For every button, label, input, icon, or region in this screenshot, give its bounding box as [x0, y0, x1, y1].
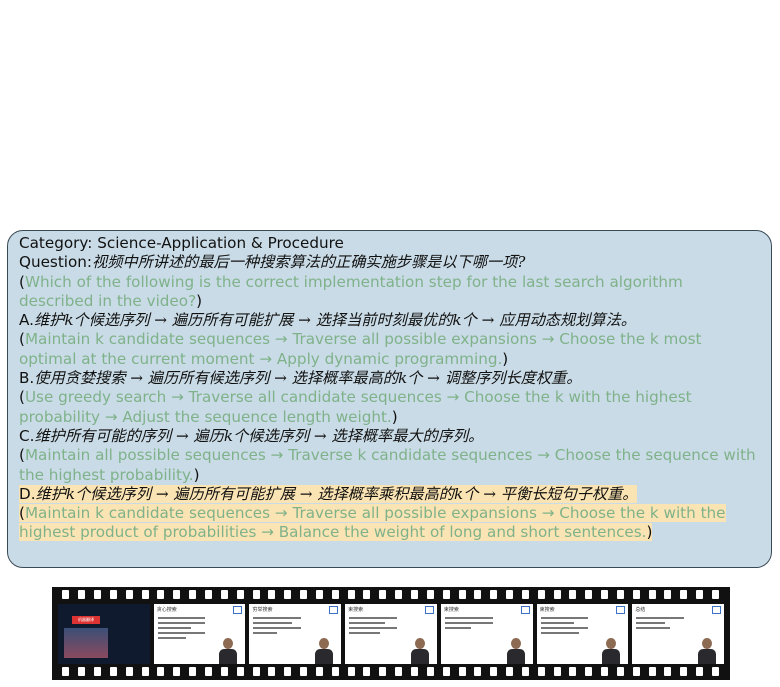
logo-icon	[329, 606, 339, 614]
video-frame-2: 贪心搜索	[153, 604, 246, 664]
frame-title: 束搜索	[443, 607, 459, 613]
presenter-image	[219, 638, 238, 664]
frame-title: 束搜索	[348, 607, 364, 613]
option-d[interactable]: D.维护k个候选序列 → 遍历所有可能扩展 → 选择概率乘积最高的k个 → 平衡…	[19, 484, 726, 542]
frame-title: 总结	[635, 607, 646, 613]
option-b-letter: B.	[19, 369, 35, 388]
film-perforations-top	[52, 590, 730, 600]
video-frame-7: 总结	[632, 604, 725, 664]
option-a-en: Maintain k candidate sequences → Travers…	[19, 330, 702, 368]
question-label: Question:	[19, 253, 93, 272]
presenter-image	[698, 638, 717, 664]
option-c-cn: 维护所有可能的序列 → 遍历k个候选序列 → 选择概率最大的序列。	[34, 426, 484, 445]
video-frame-4: 束搜索	[345, 604, 437, 664]
video-frame-3: 穷举搜索	[249, 604, 342, 664]
option-b-en: Use greedy search → Traverse all candida…	[19, 388, 692, 426]
video-frame-1: 机器翻译	[58, 604, 150, 664]
logo-icon	[424, 606, 434, 614]
film-perforations-bottom	[52, 667, 730, 677]
option-c-en: Maintain all possible sequences → Traver…	[19, 446, 756, 484]
frame-title: 贪心搜索	[156, 607, 177, 613]
frame-image	[64, 628, 108, 658]
logo-icon	[520, 606, 530, 614]
video-filmstrip: 机器翻译 贪心搜索 穷举搜索 束搜索 束搜索 束搜索	[52, 587, 730, 680]
option-d-letter: D.	[19, 484, 36, 503]
option-b-cn: 使用贪婪搜索 → 遍历所有候选序列 → 选择概率最高的k个 → 调整序列长度权重…	[34, 369, 582, 388]
presenter-image	[506, 638, 525, 664]
frame-title: 束搜索	[539, 607, 555, 613]
question-cn: 视频中所讲述的最后一种搜索算法的正确实施步骤是以下哪一项?	[92, 253, 526, 272]
presenter-image	[410, 638, 429, 664]
presenter-image	[315, 638, 334, 664]
video-frame-6: 束搜索	[536, 604, 629, 664]
option-a-cn: 维护k个候选序列 → 遍历所有可能扩展 → 选择当前时刻最优的k个 → 应用动态…	[33, 311, 636, 330]
question: Question:视频中所讲述的最后一种搜索算法的正确实施步骤是以下哪一项? (…	[19, 253, 683, 310]
presenter-image	[602, 638, 621, 664]
option-b[interactable]: B.使用贪婪搜索 → 遍历所有候选序列 → 选择概率最高的k个 → 调整序列长度…	[19, 369, 692, 426]
video-frame-5: 束搜索	[440, 604, 533, 664]
option-d-en: Maintain k candidate sequences → Travers…	[19, 504, 726, 542]
question-card: Category: Science-Application & Procedur…	[7, 230, 772, 568]
logo-icon	[233, 606, 243, 614]
option-a-letter: A.	[19, 311, 34, 330]
option-c-letter: C.	[19, 426, 35, 445]
logo-icon	[712, 606, 722, 614]
option-c[interactable]: C.维护所有可能的序列 → 遍历k个候选序列 → 选择概率最大的序列。 (Mai…	[19, 426, 756, 484]
frame-banner: 机器翻译	[72, 616, 100, 624]
frame-title: 穷举搜索	[252, 607, 273, 613]
option-a[interactable]: A.维护k个候选序列 → 遍历所有可能扩展 → 选择当前时刻最优的k个 → 应用…	[19, 311, 702, 368]
category-label: Category: Science-Application & Procedur…	[19, 234, 344, 252]
logo-icon	[616, 606, 626, 614]
option-d-cn: 维护k个候选序列 → 遍历所有可能扩展 → 选择概率乘积最高的k个 → 平衡长短…	[35, 484, 638, 503]
question-en: Which of the following is the correct im…	[19, 272, 683, 310]
